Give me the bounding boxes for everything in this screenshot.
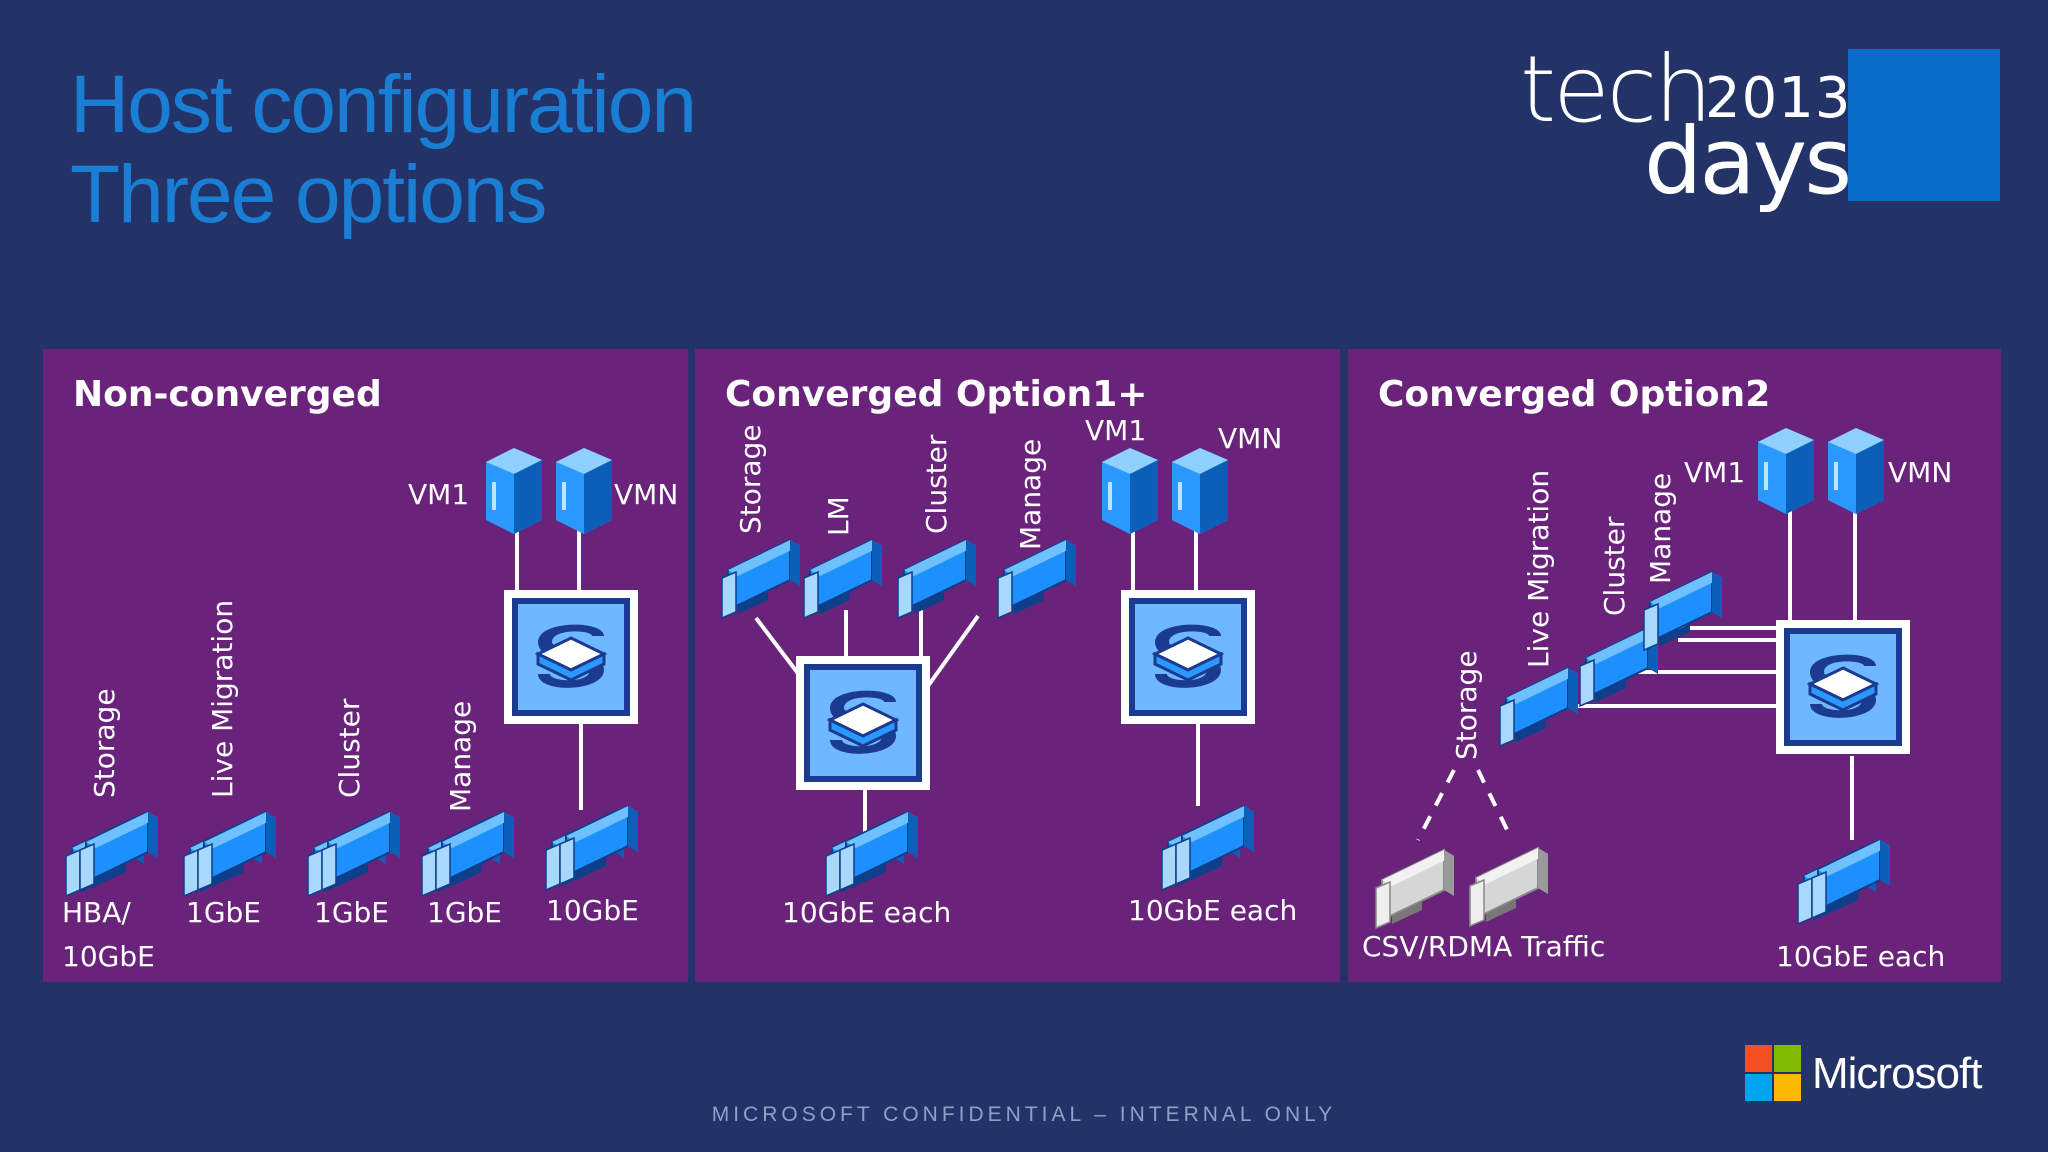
label-storage: Storage xyxy=(88,688,121,798)
nic-card-icon-live-migration xyxy=(1499,667,1579,747)
label-1gbe-manage: 1GbE xyxy=(427,896,502,929)
label-live-migration: Live Migration xyxy=(206,599,239,798)
label-storage: Storage xyxy=(734,424,767,534)
label-1gbe-cluster: 1GbE xyxy=(314,896,389,929)
logo-square-icon xyxy=(1848,49,2000,201)
label-10gbe-each: 10GbE each xyxy=(1776,940,1946,973)
microsoft-wordmark: Microsoft xyxy=(1812,1049,1982,1098)
server-icon-vm1 xyxy=(1758,428,1814,514)
label-manage: Manage xyxy=(1014,438,1047,550)
label-cluster: Cluster xyxy=(920,434,953,534)
label-10gbe-each-right: 10GbE each xyxy=(1128,894,1298,927)
label-vm1: VM1 xyxy=(408,478,470,511)
title-line-1: Host configuration xyxy=(70,59,697,150)
server-icon-vm1 xyxy=(486,448,542,534)
label-csv-rdma: CSV/RDMA Traffic xyxy=(1362,930,1606,963)
nic-card-icon-storage xyxy=(66,812,158,896)
nic-card-icon-10gbe xyxy=(1798,840,1890,924)
virtual-switch-icon xyxy=(1774,618,1912,756)
microsoft-logo: Microsoft xyxy=(1745,1045,2035,1105)
nic-card-icon-lm xyxy=(803,539,883,619)
virtual-switch-icon xyxy=(794,654,932,792)
techdays-logo: tech 2013 days xyxy=(1520,36,2010,215)
label-cluster: Cluster xyxy=(333,698,366,798)
label-live-migration: Live Migration xyxy=(1522,469,1555,668)
logo-days-text: days xyxy=(1644,108,1852,215)
nic-card-icon-10gbe xyxy=(826,812,918,896)
label-manage: Manage xyxy=(1644,472,1677,584)
label-storage: Storage xyxy=(1450,650,1483,760)
label-lm: LM xyxy=(822,496,855,536)
panel-title-converged-option1: Converged Option1+ xyxy=(725,374,1148,415)
panel-title-converged-option2: Converged Option2 xyxy=(1378,374,1771,415)
label-10gbe: 10GbE xyxy=(546,894,639,927)
label-vmn: VMN xyxy=(1218,422,1283,455)
server-icon-vmn xyxy=(1172,448,1228,534)
nic-card-icon-manage xyxy=(997,539,1077,619)
label-10gbe-each-left: 10GbE each xyxy=(782,896,952,929)
logo-tech-text: tech xyxy=(1520,36,1713,143)
nic-card-icon-rdma xyxy=(1469,847,1549,927)
server-icon-vmn xyxy=(556,448,612,534)
panel-title-non-converged: Non-converged xyxy=(73,374,382,415)
server-icon-vm1 xyxy=(1102,448,1158,534)
label-vm1: VM1 xyxy=(1085,414,1147,447)
nic-card-icon-live-migration xyxy=(184,812,276,896)
logo-year-text: 2013 xyxy=(1705,66,1852,131)
label-vm1: VM1 xyxy=(1684,456,1746,489)
label-1gbe-lm: 1GbE xyxy=(186,896,261,929)
virtual-switch-icon xyxy=(502,588,640,726)
nic-card-icon-10gbe xyxy=(546,806,638,890)
label-vmn: VMN xyxy=(614,478,679,511)
nic-card-icon-storage xyxy=(721,539,801,619)
nic-card-icon-csv xyxy=(1375,849,1455,929)
nic-card-icon-manage xyxy=(422,812,514,896)
nic-card-icon-10gbe xyxy=(1162,806,1254,890)
title-line-2: Three options xyxy=(70,149,547,240)
virtual-switch-icon xyxy=(1119,588,1257,726)
label-10gbe-storage: 10GbE xyxy=(62,940,155,973)
label-manage: Manage xyxy=(444,700,477,812)
label-hba: HBA/ xyxy=(62,896,131,929)
label-vmn: VMN xyxy=(1888,456,1953,489)
nic-card-icon-cluster xyxy=(308,812,400,896)
confidential-footer: MICROSOFT CONFIDENTIAL – INTERNAL ONLY xyxy=(711,1103,1337,1126)
server-icon-vmn xyxy=(1828,428,1884,514)
slide-title: Host configuration Three options xyxy=(70,59,697,240)
nic-card-icon-cluster xyxy=(897,539,977,619)
label-cluster: Cluster xyxy=(1598,516,1631,616)
microsoft-logo-icon xyxy=(1745,1045,1801,1101)
